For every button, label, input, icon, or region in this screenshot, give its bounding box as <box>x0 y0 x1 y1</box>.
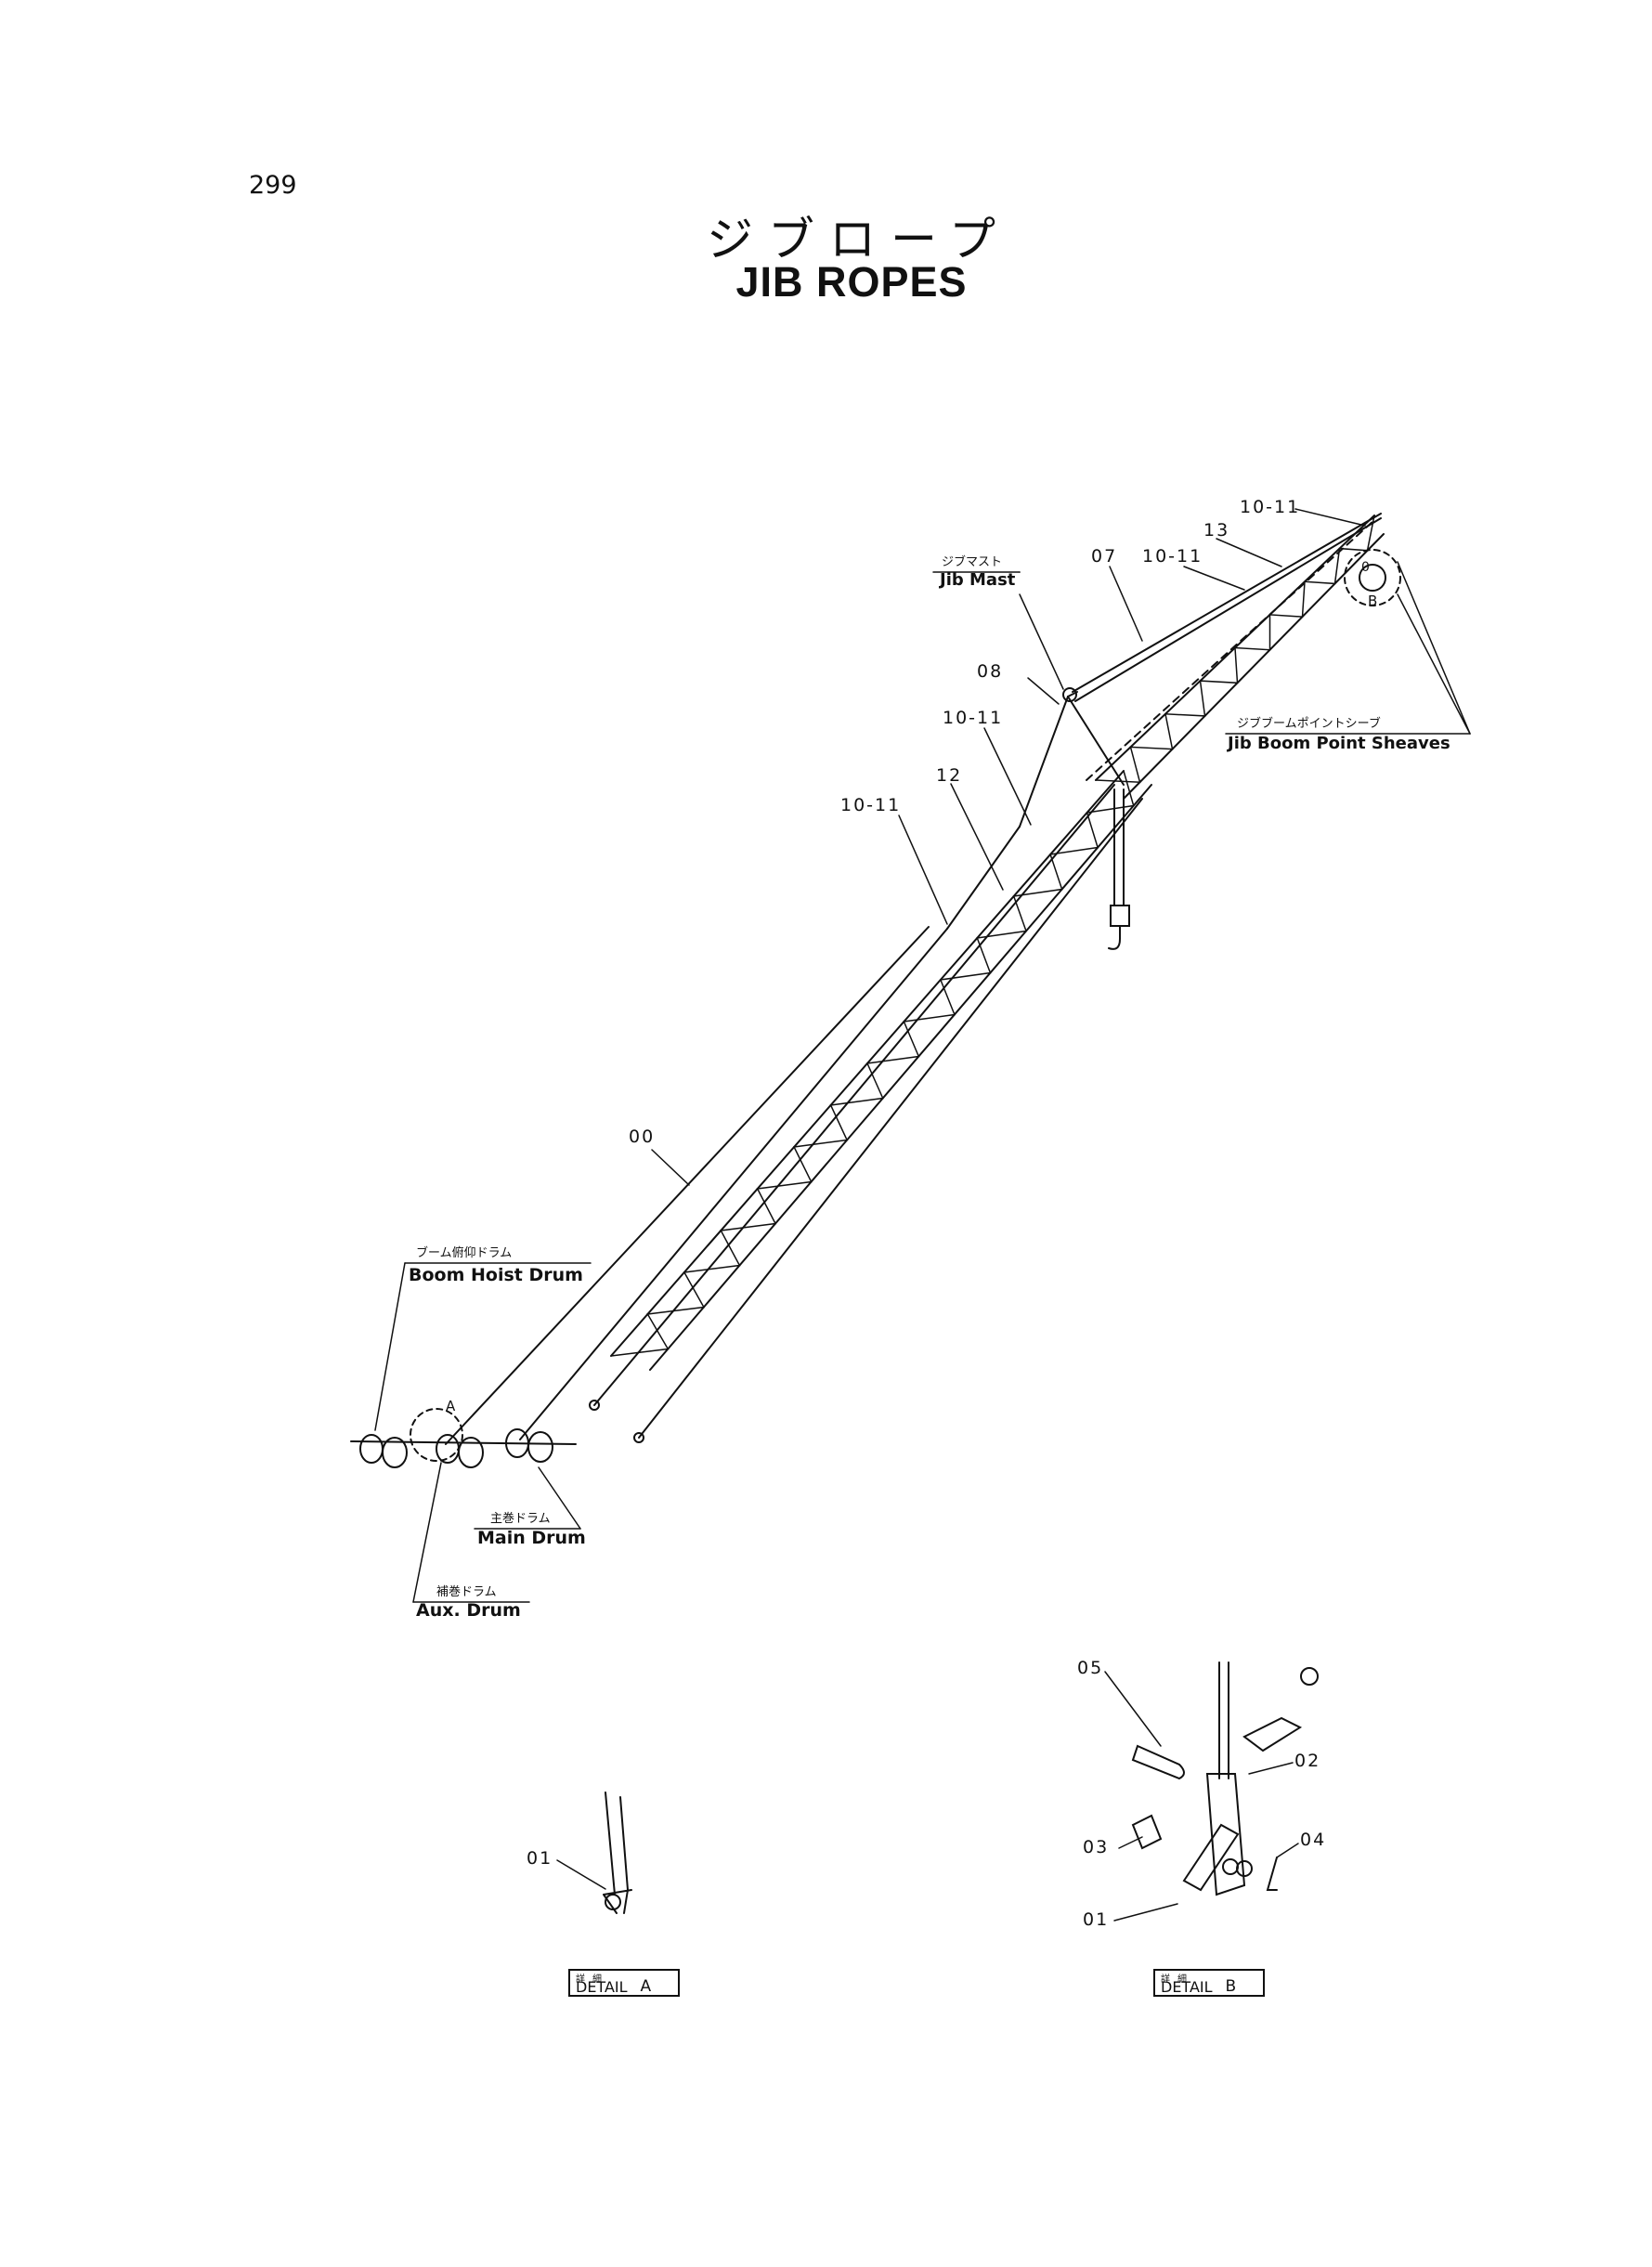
jib-mast <box>1019 687 1125 827</box>
leader-lines <box>374 508 1471 1603</box>
detail-a-label-jp: 詳細 <box>576 1974 609 1985</box>
jib-boom-point-sheaves-label-jp: ジブブームポイントシーブ <box>1237 717 1381 731</box>
callout-12: 12 <box>936 765 963 786</box>
mark-a: A <box>446 1398 458 1414</box>
detail-b-label: DETAIL <box>1161 1978 1213 1996</box>
aux-drum-label-jp: 補巻ドラム <box>436 1585 497 1599</box>
jib-ropes <box>445 513 1382 1445</box>
callout-05: 05 <box>1077 1658 1104 1678</box>
jib-mast-label-jp: ジブマスト <box>942 555 1003 569</box>
boom-lattice <box>589 770 1152 1443</box>
boom-hoist-drum-label-jp: ブーム俯仰ドラム <box>416 1246 513 1260</box>
callout-13: 13 <box>1203 520 1230 541</box>
callout-10-11-mid: 10-11 <box>943 708 1004 728</box>
page-title: JIB ROPES <box>735 258 968 306</box>
aux-drum-label: Aux. Drum <box>416 1600 521 1621</box>
callout-01-detail-a: 01 <box>527 1848 553 1869</box>
main-drum-label-jp: 主巻ドラム <box>490 1512 551 1526</box>
boom-hoist-drum-label: Boom Hoist Drum <box>409 1265 583 1285</box>
callout-07: 07 <box>1091 546 1118 567</box>
callout-02: 02 <box>1294 1751 1321 1771</box>
detail-a-label: DETAIL <box>576 1978 628 1996</box>
hook-block <box>1108 788 1130 950</box>
detail-a-illustration <box>556 1791 632 1914</box>
detail-b-illustration <box>1104 1661 1319 1922</box>
jib-mast-label: Jib Mast <box>940 570 1016 590</box>
page-title-japanese: ジブロープ <box>707 213 1010 267</box>
callout-00: 00 <box>629 1127 656 1147</box>
callout-01-detail-b: 01 <box>1083 1909 1110 1930</box>
drums <box>350 1408 577 1468</box>
page-number: 299 <box>249 171 297 200</box>
detail-a-letter: A <box>640 1977 652 1996</box>
callout-03: 03 <box>1083 1837 1110 1857</box>
jib-boom-point-sheaves-label: Jib Boom Point Sheaves <box>1228 734 1450 753</box>
callout-10-11-top: 10-11 <box>1142 546 1203 567</box>
main-drum-label: Main Drum <box>477 1528 586 1548</box>
callout-08: 08 <box>977 661 1004 682</box>
detail-a-box: 詳細 DETAIL A <box>568 1969 680 1997</box>
mark-b: B <box>1368 593 1380 609</box>
mark-0: 0 <box>1361 560 1372 575</box>
detail-b-letter: B <box>1225 1977 1237 1996</box>
detail-b-label-jp: 詳細 <box>1161 1974 1194 1985</box>
jib-lattice <box>1095 515 1385 800</box>
callout-10-11-low: 10-11 <box>840 795 902 815</box>
detail-b-box: 詳細 DETAIL B <box>1153 1969 1265 1997</box>
callout-10-11-tip: 10-11 <box>1240 497 1301 517</box>
point-sheave <box>1344 549 1401 606</box>
callout-04: 04 <box>1300 1830 1327 1850</box>
